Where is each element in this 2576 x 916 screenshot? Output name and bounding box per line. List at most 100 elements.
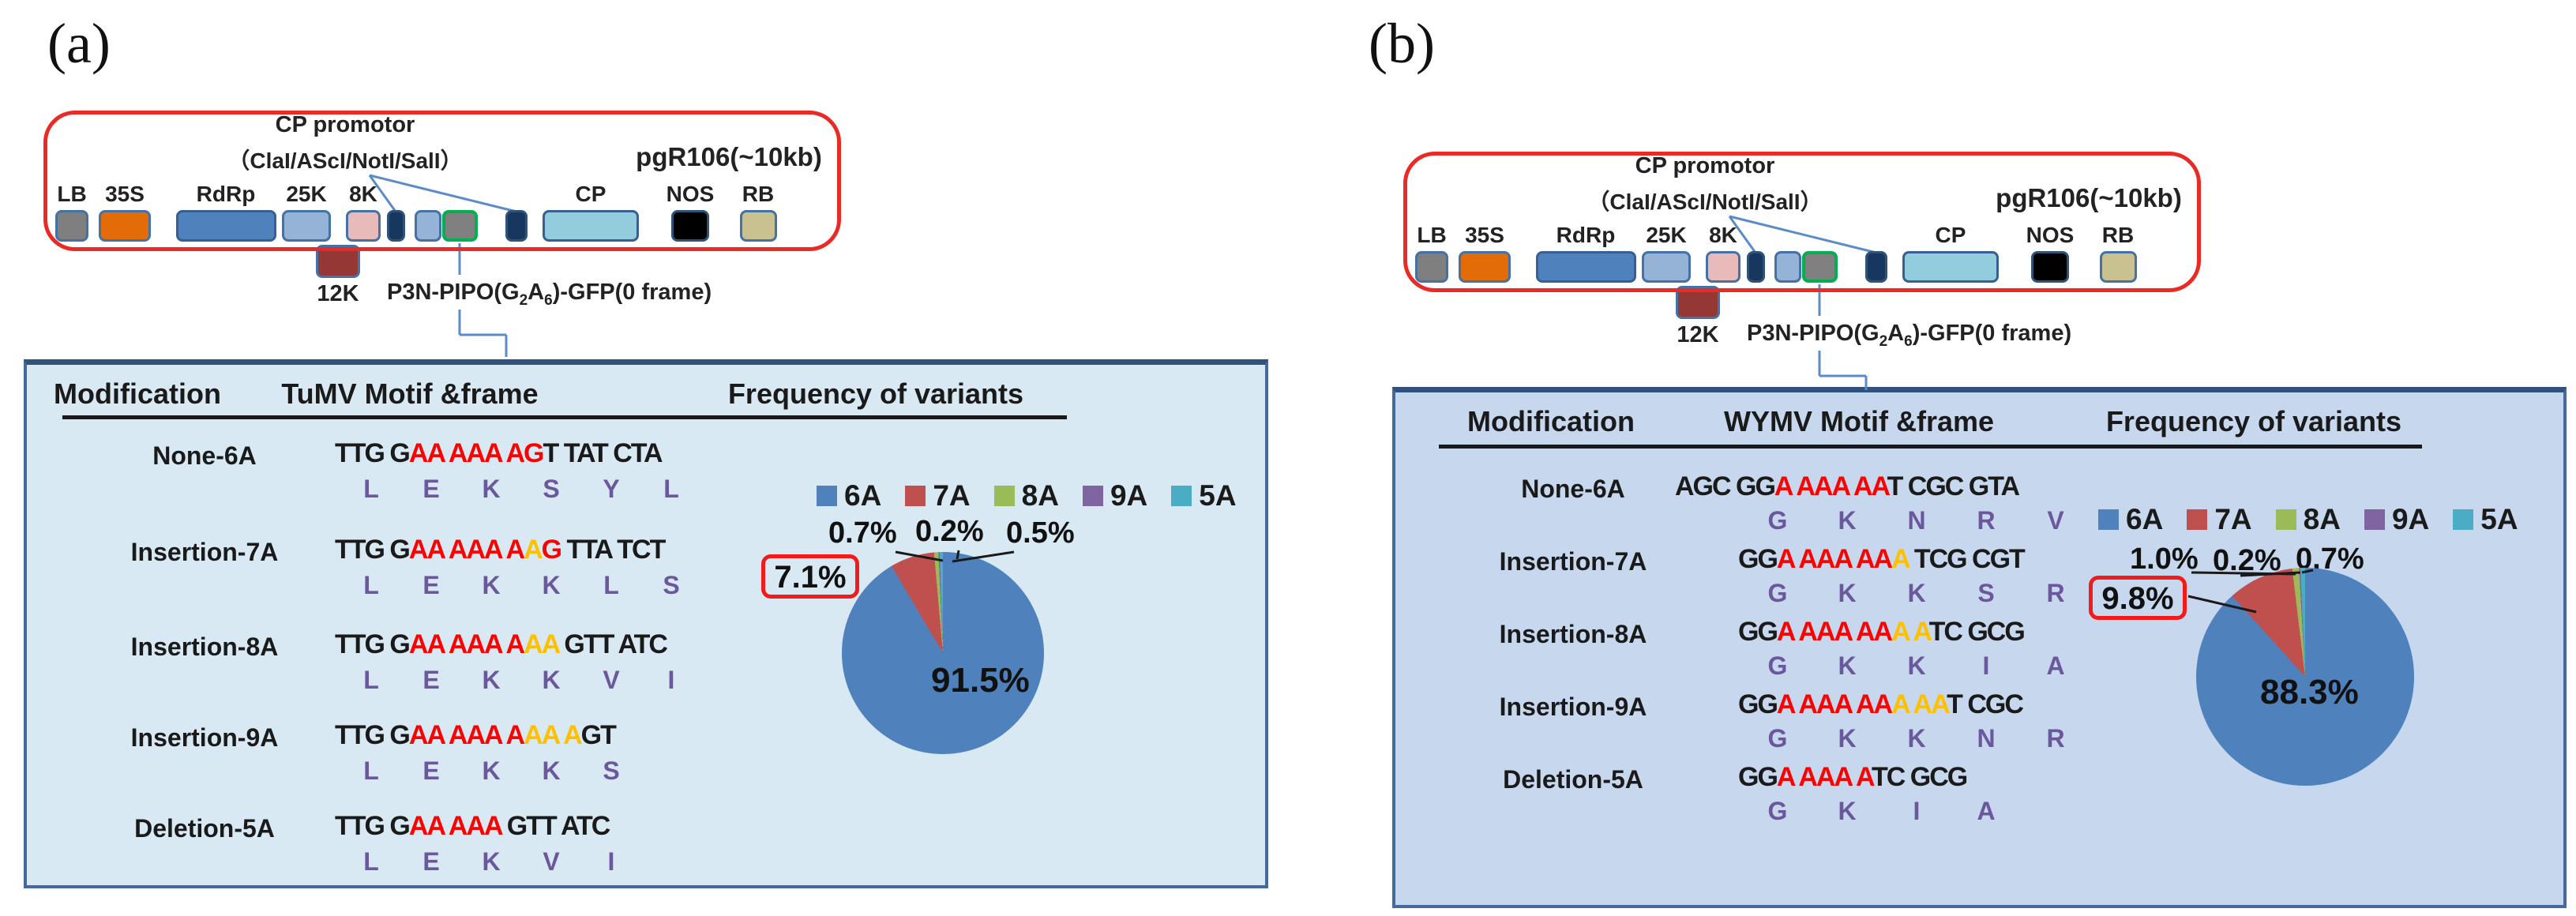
amino-acid: S	[543, 475, 560, 503]
sequence-segment: A	[1891, 544, 1909, 574]
gene-box-12k	[1676, 286, 1720, 319]
legend-item-5A: 5A	[1171, 479, 1237, 512]
pie-callout-8a: 0.7%	[828, 516, 897, 550]
amino-acid: I	[1913, 797, 1921, 825]
amino-acid: V	[543, 847, 560, 876]
gene-box-rdrp	[1536, 251, 1636, 283]
amino-acid: K	[482, 756, 501, 785]
gene-box-lb	[55, 210, 88, 242]
gene-box-ins	[1774, 251, 1801, 283]
legend-item-7A: 7A	[905, 479, 971, 512]
amino-acid: E	[422, 847, 440, 876]
gene-box-cp	[543, 210, 639, 242]
gene-label-cp: CP	[575, 182, 606, 206]
amino-acid: K	[482, 847, 501, 876]
sequence-segment: A AAA AA	[1776, 689, 1893, 719]
gene-box-lb	[1415, 251, 1448, 283]
amino-acid: K	[1907, 579, 1926, 607]
legend-label: 7A	[2214, 503, 2252, 535]
pie-chart-wymv	[2196, 568, 2414, 786]
legend-swatch	[905, 486, 926, 506]
gene-label-cp: CP	[1935, 223, 1966, 247]
gene-label-k25: 25K	[286, 182, 327, 206]
sequence-segment: AGC GG	[1675, 471, 1776, 501]
gene-box-gg	[442, 210, 478, 242]
legend-swatch	[2453, 509, 2474, 530]
amino-acid: S	[603, 756, 620, 785]
amino-acid: K	[542, 571, 561, 599]
legend-swatch	[817, 486, 837, 506]
amino-acid: L	[363, 475, 379, 503]
gene-box-ins	[415, 210, 441, 242]
legend-item-6A: 6A	[817, 479, 881, 512]
legend-item-6A: 6A	[2098, 503, 2163, 536]
gene-box-nos	[671, 210, 709, 242]
p3n-pipo-label: P3N-PIPO(G2A6)-GFP(0 frame)	[387, 280, 712, 309]
sequence-segment: TTG G	[335, 629, 411, 659]
gene-label-rb: RB	[2101, 223, 2135, 247]
gene-label-nos: NOS	[2026, 223, 2075, 247]
sequence-segment: GG	[1738, 762, 1778, 792]
column-header-modification: Modification	[1467, 405, 1635, 437]
amino-acid: G	[1767, 797, 1788, 825]
gene-label-rb: RB	[742, 182, 775, 206]
legend-item-8A: 8A	[993, 479, 1059, 512]
gene-label-12k: 12K	[317, 281, 359, 306]
column-header-modification: Modification	[54, 377, 221, 410]
legend-item-8A: 8A	[2275, 503, 2341, 536]
cp-promotor-label: CP promotor	[275, 112, 415, 137]
sequence-segment: A	[524, 535, 543, 565]
amino-acid: E	[422, 756, 440, 785]
sequence-segment: T CGC GTA	[1887, 471, 2020, 501]
sequence-segment: AA AAA AG	[408, 438, 545, 468]
amino-acid: L	[363, 756, 379, 785]
sequence-segment: GTT ATC	[501, 811, 611, 841]
amino-acid: E	[422, 571, 440, 599]
amino-acid: K	[1838, 506, 1857, 535]
dna-sequence: AGC GGA AAA AAT CGC GTA	[1675, 471, 2020, 502]
gene-label-lb: LB	[57, 182, 87, 206]
legend-label: 9A	[1110, 479, 1148, 512]
amino-acid: E	[422, 666, 440, 694]
sequence-segment: GT	[580, 720, 617, 750]
dna-sequence: TTG GAA AAA AAA AGT	[335, 720, 617, 751]
gene-box-nv1	[1747, 251, 1765, 283]
amino-acid: L	[363, 847, 379, 876]
sequence-segment: TCG CGT	[1908, 544, 2026, 574]
modification-label: Insertion-8A	[1499, 620, 1647, 648]
construct-diagram-a: CP promotor （ClaI/AScI/NotI/SalI） pgR106…	[43, 111, 841, 379]
legend-label: 7A	[933, 479, 971, 512]
gene-label-k8: 8K	[349, 182, 377, 206]
legend-swatch	[2187, 509, 2208, 530]
pie-main-percentage: 91.5%	[931, 661, 1030, 700]
modification-label: Insertion-9A	[1499, 693, 1647, 721]
amino-acid: K	[482, 571, 501, 599]
legend-label: 6A	[2126, 503, 2164, 535]
pie-callout-9a: 0.2%	[915, 515, 984, 548]
legend-label: 8A	[2303, 503, 2341, 535]
gene-label-k25: 25K	[1646, 223, 1687, 247]
pie-legend: 6A 7A 8A 9A 5A	[817, 479, 1237, 512]
amino-acid: K	[482, 475, 501, 503]
modification-label: None-6A	[152, 441, 257, 470]
amino-acid: L	[663, 475, 679, 503]
pie-leader-lines	[895, 550, 1015, 563]
pie-leader-lines	[2187, 569, 2314, 614]
amino-acid: R	[2046, 724, 2065, 753]
legend-label: 5A	[2480, 503, 2518, 535]
legend-swatch	[993, 486, 1015, 506]
sequence-segment: AA	[524, 629, 560, 659]
amino-acid: R	[1977, 506, 1996, 535]
modification-label: Insertion-7A	[1499, 547, 1647, 576]
legend-swatch	[2098, 509, 2119, 530]
gene-box-gg	[1802, 251, 1838, 283]
amino-acid: G	[1767, 651, 1788, 680]
